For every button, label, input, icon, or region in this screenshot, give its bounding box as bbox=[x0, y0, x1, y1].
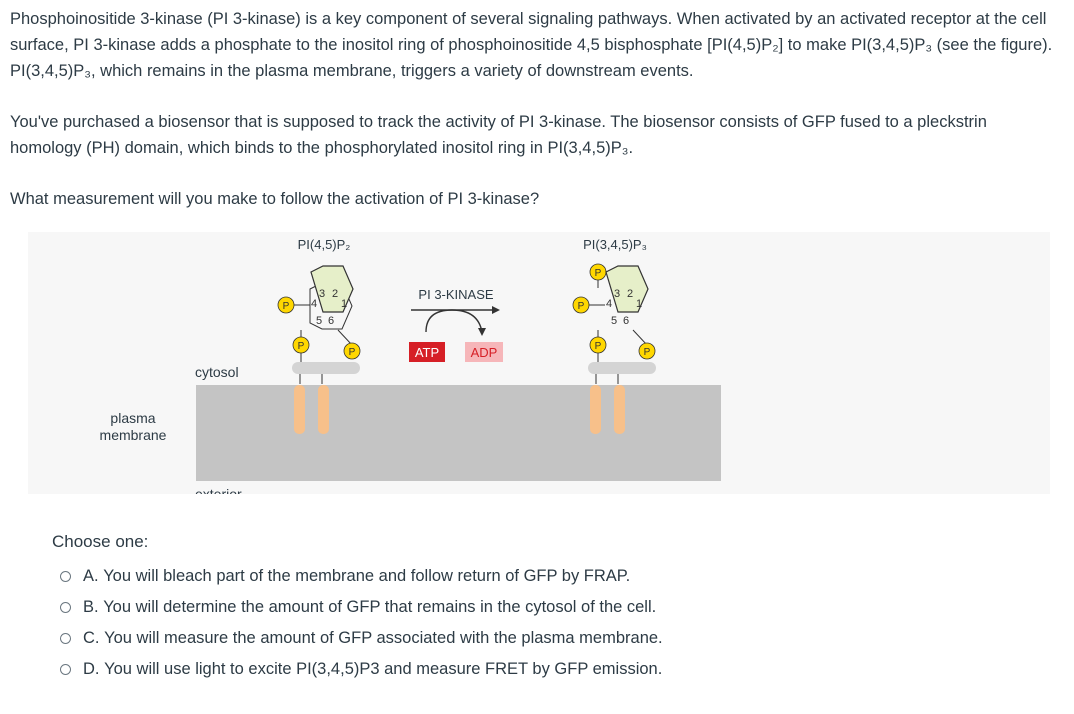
option-d[interactable]: D. You will use light to excite PI(3,4,5… bbox=[60, 657, 662, 681]
radio-button-icon[interactable] bbox=[60, 570, 71, 582]
phosphate-label: P bbox=[578, 301, 585, 312]
arrow-head-icon bbox=[478, 328, 486, 336]
radio-button-icon[interactable] bbox=[60, 632, 71, 644]
ring-number: 3 bbox=[319, 288, 325, 300]
phosphate-icon bbox=[292, 336, 310, 354]
pi345p3-molecule: P 3 2 4 1 5 6 P P P bbox=[572, 263, 656, 434]
ring-number: 5 bbox=[316, 315, 322, 327]
phosphate-icon bbox=[589, 336, 607, 354]
ring-number: 4 bbox=[311, 298, 317, 310]
radio-button-icon[interactable] bbox=[60, 601, 71, 613]
option-b[interactable]: B. You will determine the amount of GFP … bbox=[60, 595, 656, 619]
adp-label: ADP bbox=[471, 345, 498, 360]
exterior-label: exterior bbox=[195, 486, 242, 494]
glycerol-backbone bbox=[292, 362, 360, 374]
option-letter: D. bbox=[83, 660, 100, 678]
option-text: You will measure the amount of GFP assoc… bbox=[104, 629, 663, 647]
phosphate-icon bbox=[572, 296, 590, 314]
ring-number: 1 bbox=[636, 298, 642, 310]
phosphate-label: P bbox=[283, 301, 290, 312]
lipid-tail bbox=[614, 385, 625, 434]
ring-number: 5 bbox=[611, 315, 617, 327]
ring-number: 2 bbox=[627, 288, 633, 300]
atp-to-adp-curve bbox=[425, 309, 483, 333]
lipid-tail bbox=[318, 385, 329, 434]
adp-badge bbox=[465, 342, 503, 362]
cytosol-label: cytosol bbox=[195, 364, 239, 380]
inositol-hexagon bbox=[605, 265, 649, 313]
pi45p2-label: PI(4,5)P₂ bbox=[298, 237, 351, 252]
option-text: You will determine the amount of GFP tha… bbox=[103, 598, 657, 616]
choose-one-label: Choose one: bbox=[52, 532, 149, 551]
glycerol-backbone bbox=[588, 362, 656, 374]
option-letter: B. bbox=[83, 598, 99, 616]
option-letter: C. bbox=[83, 629, 100, 647]
question-paragraph-2: You've purchased a biosensor that is sup… bbox=[10, 113, 987, 157]
ring-number: 1 bbox=[341, 298, 347, 310]
phosphate-label: P bbox=[595, 341, 602, 352]
enzyme-label: PI 3-KINASE bbox=[418, 287, 493, 302]
membrane-label-line2: membrane bbox=[100, 427, 167, 443]
atp-label: ATP bbox=[415, 345, 439, 360]
ring-number: 3 bbox=[614, 288, 620, 300]
ring-number: 4 bbox=[606, 298, 612, 310]
arrow-head-icon bbox=[492, 306, 500, 314]
phosphate-icon bbox=[343, 342, 361, 360]
pi3-kinase-figure: cytosol plasma membrane exterior PI(4,5)… bbox=[28, 232, 1050, 494]
phosphate-label: P bbox=[644, 347, 651, 358]
phosphate-icon bbox=[638, 342, 656, 360]
option-a[interactable]: A. You will bleach part of the membrane … bbox=[60, 564, 630, 588]
ring-number: 2 bbox=[332, 288, 338, 300]
phosphate-label: P bbox=[298, 341, 305, 352]
phosphate-label: P bbox=[349, 347, 356, 358]
atp-badge bbox=[409, 342, 445, 362]
radio-button-icon[interactable] bbox=[60, 663, 71, 675]
ring-number: 6 bbox=[623, 315, 629, 327]
phosphate-icon bbox=[277, 296, 295, 314]
inositol-hexagon bbox=[310, 265, 354, 313]
pi345p3-label: PI(3,4,5)P₃ bbox=[583, 237, 647, 252]
option-c[interactable]: C. You will measure the amount of GFP as… bbox=[60, 626, 663, 650]
question-prompt: What measurement will you make to follow… bbox=[10, 190, 540, 208]
question-paragraph-1: Phosphoinositide 3-kinase (PI 3-kinase) … bbox=[10, 10, 1053, 80]
phosphate-label: P bbox=[595, 268, 602, 279]
option-text: You will bleach part of the membrane and… bbox=[103, 567, 631, 585]
option-text: You will use light to excite PI(3,4,5)P3… bbox=[104, 660, 663, 678]
lipid-tail bbox=[590, 385, 601, 434]
option-letter: A. bbox=[83, 567, 99, 585]
ring-number: 6 bbox=[328, 315, 334, 327]
pi45p2-molecule: 3 2 4 1 5 6 P P P bbox=[277, 265, 361, 434]
plasma-membrane bbox=[196, 385, 721, 481]
membrane-label-line1: plasma bbox=[110, 410, 155, 426]
lipid-tail bbox=[294, 385, 305, 434]
